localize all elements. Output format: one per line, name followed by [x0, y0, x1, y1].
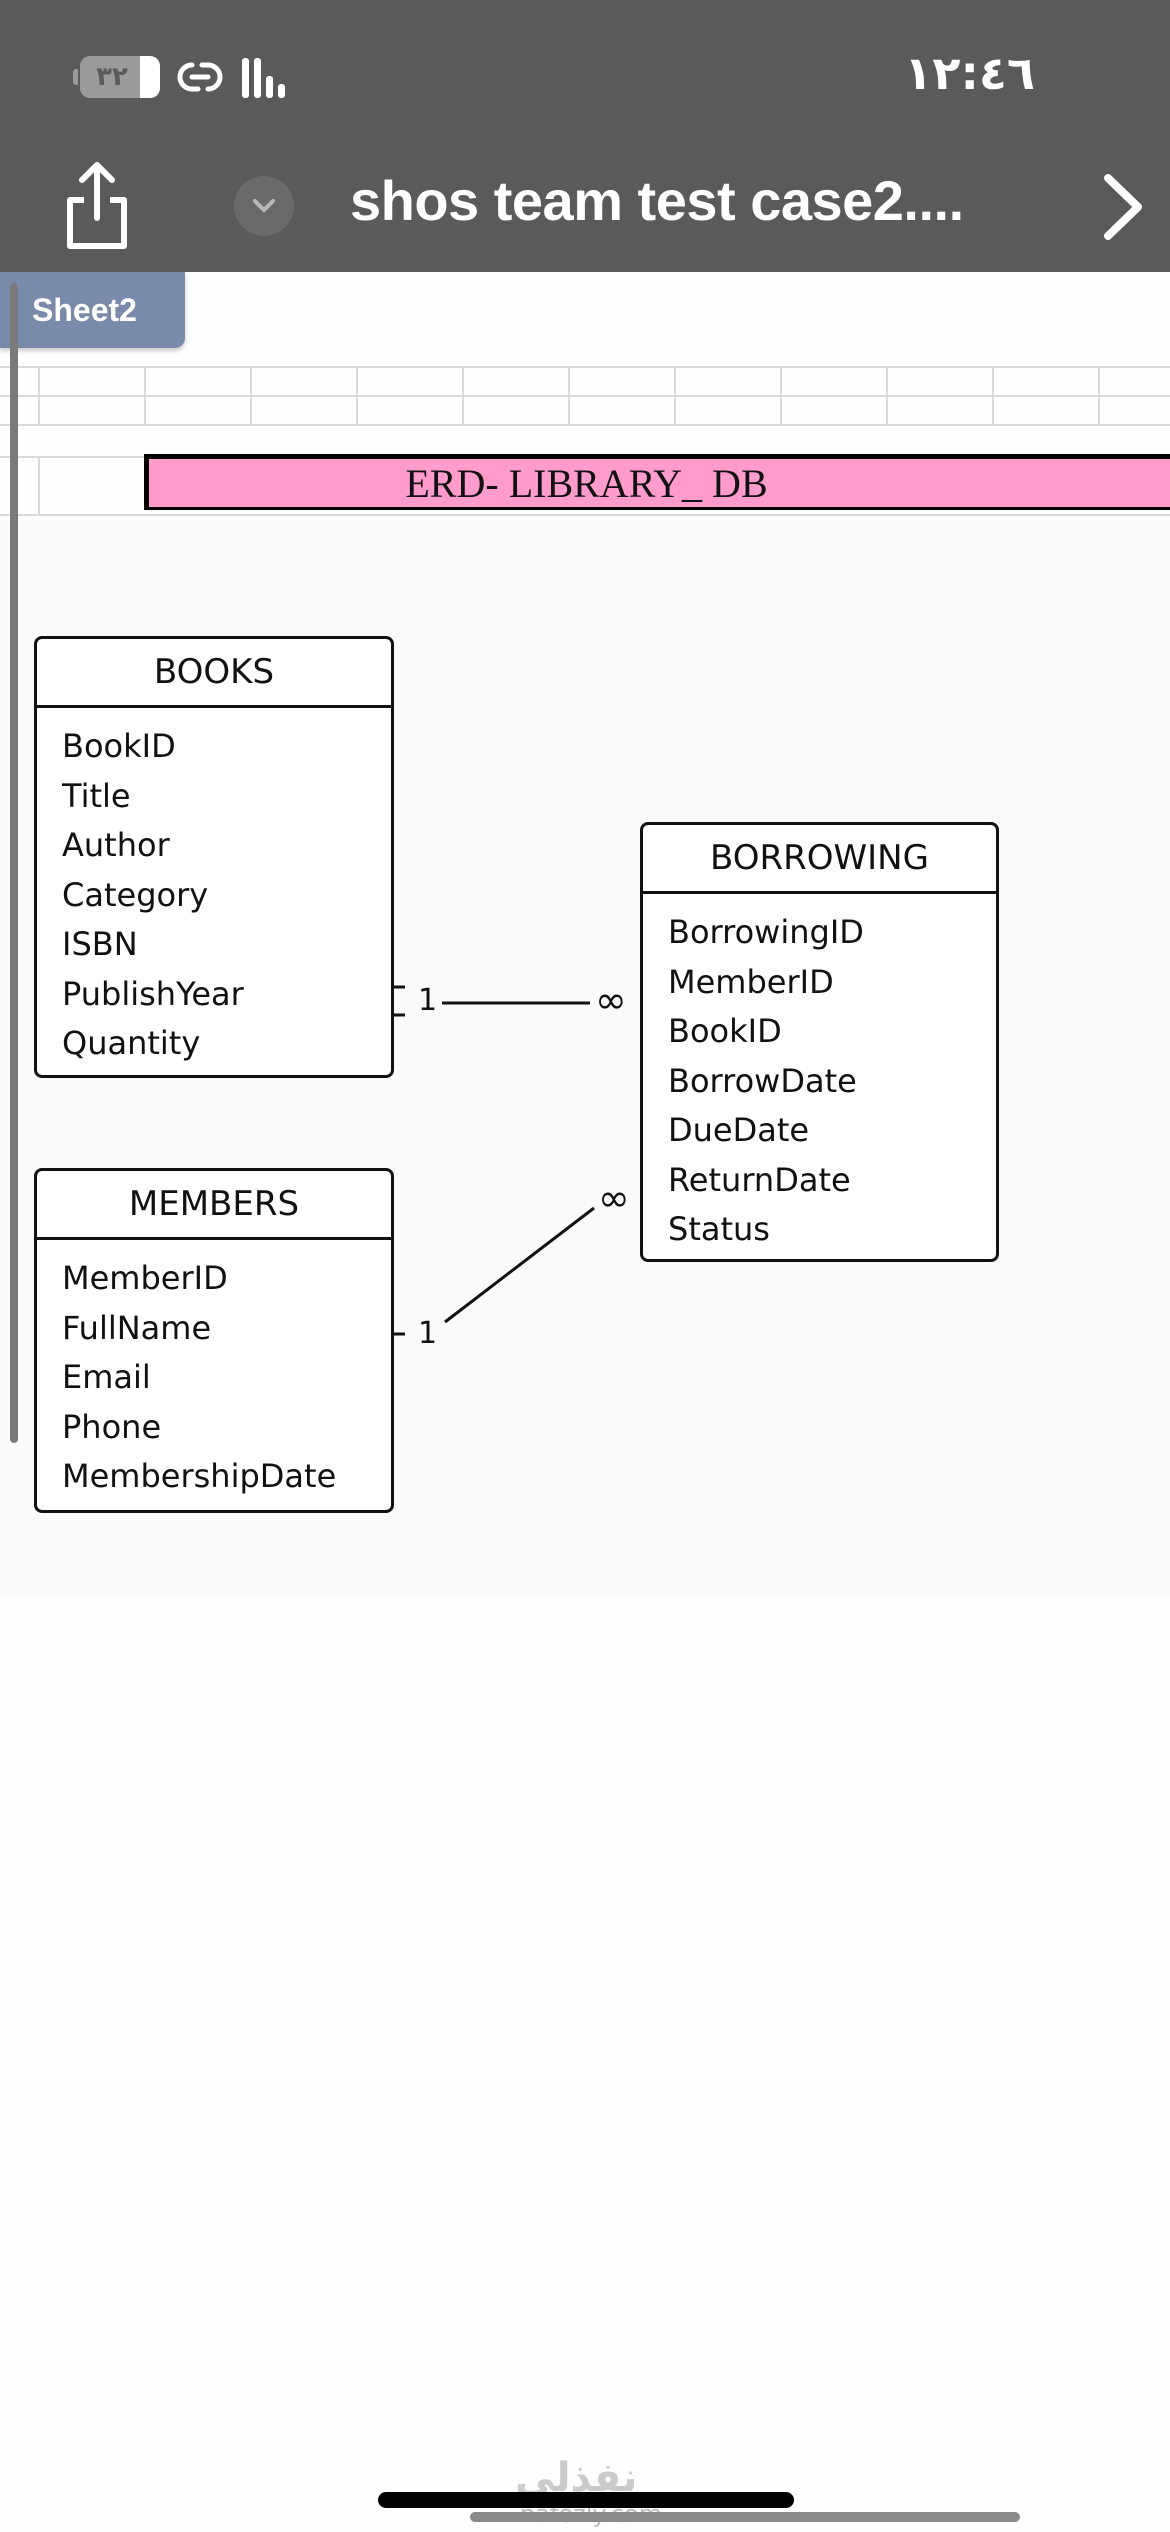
- grid-col-line: [780, 366, 782, 424]
- entity-attribute: MemberID: [668, 962, 834, 1001]
- entity-attribute: Author: [62, 826, 170, 864]
- cardinality-members-one: 1: [418, 1316, 438, 1351]
- vertical-scrollbar[interactable]: [10, 283, 18, 1443]
- grid-row-line: [0, 514, 1170, 516]
- sheet-tab[interactable]: Sheet2: [0, 272, 185, 348]
- entity-attribute: ISBN: [62, 925, 138, 963]
- battery-level: ٣٢: [96, 62, 128, 92]
- entity-attribute: Phone: [62, 1407, 162, 1446]
- entity-attribute: ReturnDate: [668, 1160, 851, 1199]
- grid-col-line: [992, 366, 994, 424]
- horizontal-scrollbar[interactable]: [470, 2512, 1020, 2522]
- grid-col-line: [462, 366, 464, 424]
- cardinality-books-one: 1: [418, 983, 438, 1018]
- top-bar: ٣٢ ١٢:٤٦ shos team test case2....: [0, 0, 1170, 272]
- cardinality-borrowing-many-2: ∞: [598, 1176, 630, 1220]
- battery-icon: ٣٢: [73, 56, 160, 98]
- entity-attribute: DueDate: [668, 1111, 810, 1149]
- grid-col-line: [568, 366, 570, 424]
- grid-col-line: [886, 366, 888, 424]
- document-title[interactable]: shos team test case2....: [350, 169, 964, 232]
- grid-col-line: [38, 366, 40, 424]
- grid-col-line: [144, 366, 146, 424]
- hotspot-link-icon: [177, 62, 223, 92]
- entity-attribute: FullName: [62, 1308, 212, 1347]
- grid-col-line: [38, 456, 40, 514]
- signal-icon: [242, 56, 285, 98]
- grid-col-line: [674, 366, 676, 424]
- entity-attribute: BorrowingID: [668, 913, 864, 951]
- entity-attribute: BookID: [668, 1012, 782, 1050]
- entity-attribute: MemberID: [62, 1259, 228, 1297]
- entity-attribute: BookID: [62, 727, 176, 765]
- grid-row-line: [0, 366, 1170, 368]
- entity-header: BORROWING: [643, 825, 996, 894]
- entity-attribute: BorrowDate: [668, 1061, 857, 1100]
- grid-col-line: [356, 366, 358, 424]
- erd-title-text: ERD- LIBRARY_ DB: [405, 460, 768, 506]
- cardinality-borrowing-many: ∞: [595, 978, 627, 1022]
- entity-attribute: PublishYear: [62, 974, 244, 1013]
- entity-attribute: Category: [62, 875, 209, 914]
- entity-attribute: MembershipDate: [62, 1457, 337, 1495]
- entity-attribute: Status: [668, 1210, 770, 1248]
- grid-col-line: [1098, 366, 1100, 424]
- chevron-down-icon: [253, 199, 275, 213]
- home-indicator[interactable]: [378, 2492, 794, 2508]
- grid-row-line: [0, 395, 1170, 397]
- status-indicators: ٣٢: [73, 56, 285, 98]
- entity-header: BOOKS: [37, 639, 391, 708]
- grid-col-line: [250, 366, 252, 424]
- erd-title-cell[interactable]: ERD- LIBRARY_ DB: [144, 454, 1170, 510]
- entity-header: MEMBERS: [37, 1171, 391, 1240]
- entity-attribute: Quantity: [62, 1024, 201, 1062]
- entity-attribute: Email: [62, 1358, 151, 1396]
- chevron-right-icon[interactable]: [1100, 172, 1146, 242]
- grid-row-line: [0, 424, 1170, 426]
- entity-attribute: Title: [62, 776, 131, 815]
- share-icon[interactable]: [62, 160, 132, 250]
- title-dropdown-button[interactable]: [234, 176, 294, 236]
- status-time: ١٢:٤٦: [904, 46, 1035, 100]
